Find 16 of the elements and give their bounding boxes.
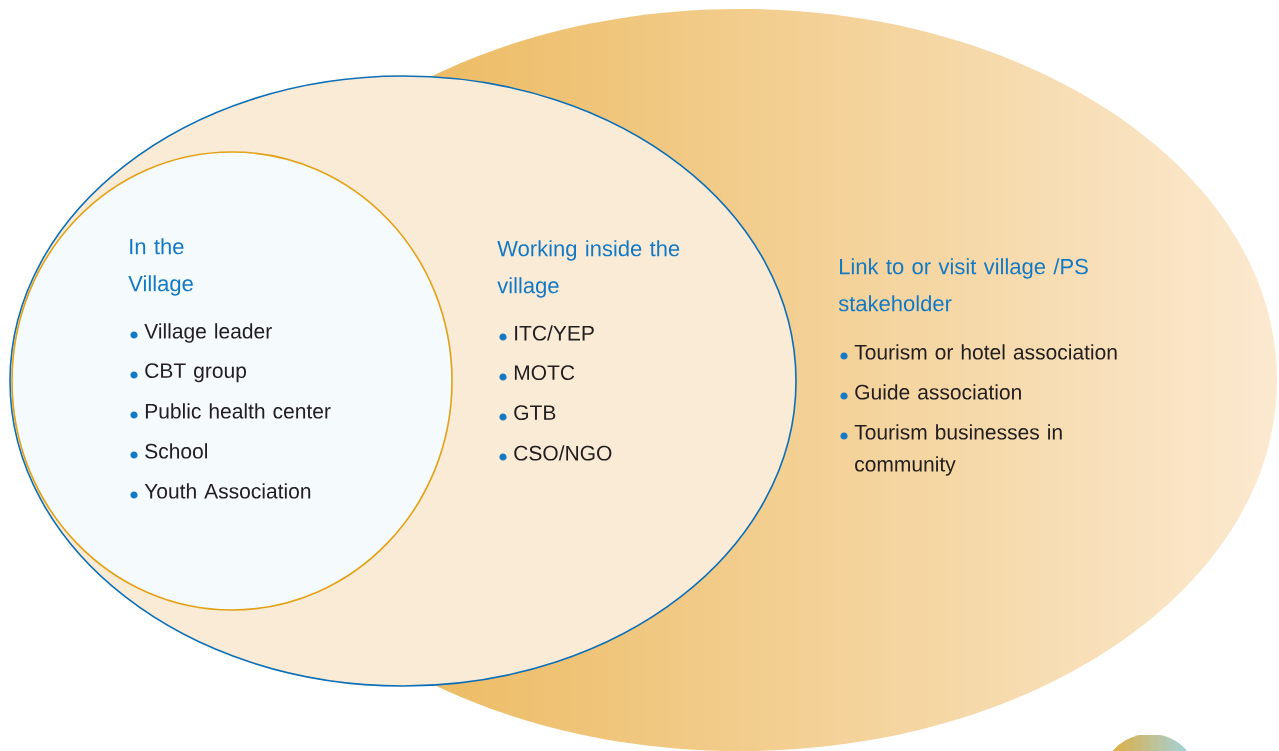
bullet-item: Guide association [840,384,1021,400]
bullet-item: Tourism or hotel association [840,344,1117,360]
bullet-item: Tourism businesses in community [840,424,1062,476]
bullet-item: CSO/NGO [499,445,612,461]
bullet-item: Village leader [130,323,272,343]
bullet-item: MOTC [499,365,575,381]
bullet-item: ITC/YEP [499,325,594,341]
bullet-item: School [130,443,207,459]
bullet-item: Public health center [130,403,331,419]
bullet-item: GTB [499,405,556,421]
inner-circle [11,151,453,611]
bullet-item: Youth Association [130,483,311,499]
heading: In the Village [128,238,193,296]
heading: Link to or visit village /PS stakeholder [838,258,1088,312]
bullet-item: CBT group [130,363,246,383]
heading: Working inside the village [497,240,680,298]
